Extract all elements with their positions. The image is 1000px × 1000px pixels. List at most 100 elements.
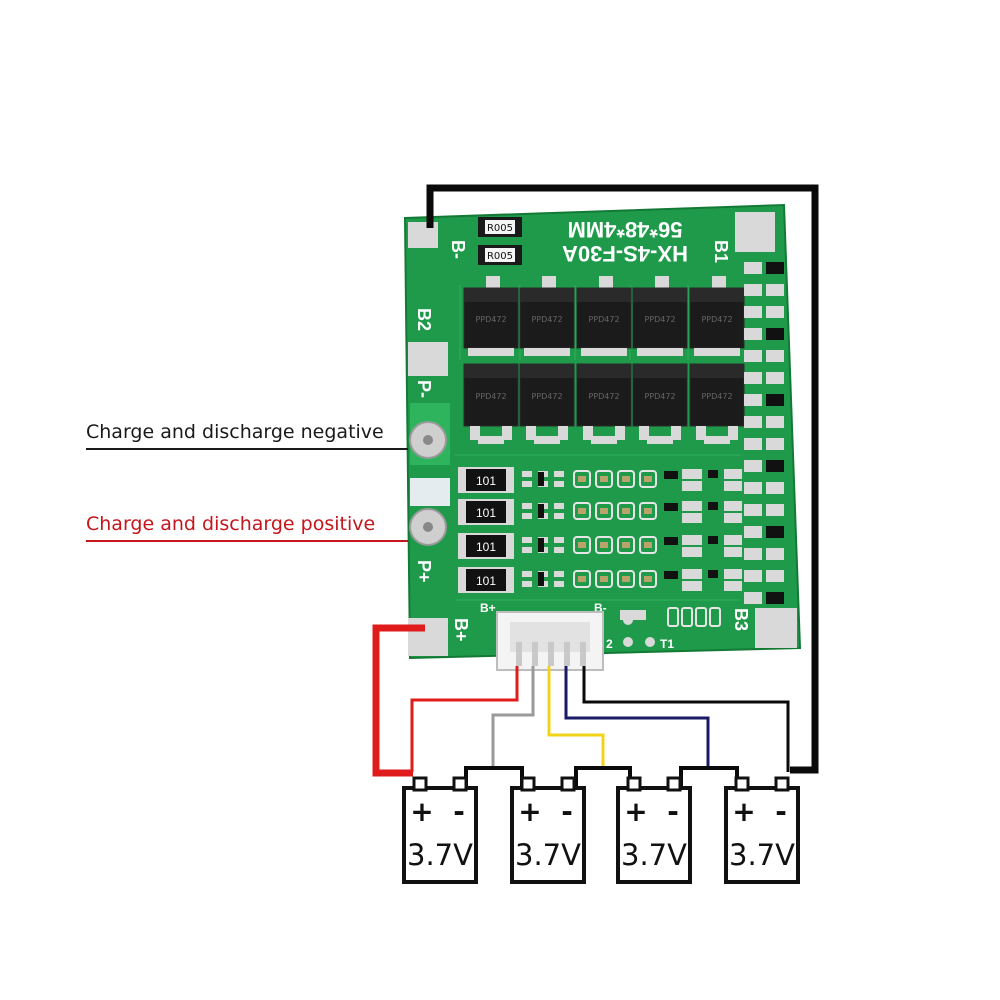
smd-pad: [744, 350, 762, 362]
mosfet-part-label: PPD472: [588, 315, 619, 324]
smd-pad: [744, 306, 762, 318]
pcb-board: R005 R005 56*48*4MM HX-4S-F30A B- B1 B2 …: [403, 203, 802, 660]
cell-voltage: 3.7V: [729, 838, 795, 872]
mosfet: PPD472: [632, 363, 688, 444]
board-model-label: HX-4S-F30A: [562, 241, 688, 266]
smd-pad: [766, 438, 784, 450]
mosfet-part-label: PPD472: [644, 392, 675, 401]
mosfet: PPD472: [576, 276, 632, 356]
cell-plus-symbol: +: [518, 795, 541, 828]
negative-callout: Charge and discharge negative: [86, 421, 408, 450]
silk-connector-left: B+: [480, 601, 496, 615]
mosfet: PPD472: [689, 363, 745, 444]
pad-b1: [735, 212, 775, 252]
small-resistor: [667, 607, 679, 627]
smd-pad: [744, 416, 762, 428]
smd-pad: [744, 592, 762, 604]
right-component-column: [744, 262, 784, 604]
smd-pad: [744, 262, 762, 274]
wire-b-minus: [426, 184, 819, 774]
smd-pad: [744, 438, 762, 450]
smd-pad: [766, 416, 784, 428]
smd-pad: [744, 372, 762, 384]
board-size-label: 56*48*4MM: [568, 217, 683, 242]
cell-plus-symbol: +: [732, 795, 755, 828]
smd-pad: [766, 570, 784, 582]
cell-voltage: 3.7V: [515, 838, 581, 872]
smd-pad: [744, 504, 762, 516]
smd-pad: [744, 284, 762, 296]
wire-balance-b-minus: [582, 666, 790, 772]
shunt-resistor-bottom: R005: [478, 245, 522, 265]
smd-pad: [744, 482, 762, 494]
smd-pad: [766, 350, 784, 362]
cell-minus-symbol: -: [561, 795, 573, 828]
smd-pad: [766, 526, 784, 538]
resistor-top-label: R005: [487, 223, 513, 234]
silk-t1: T1: [660, 637, 674, 651]
positive-callout: Charge and discharge positive: [86, 513, 408, 542]
resistor-bottom-label: R005: [487, 251, 513, 262]
mosfet-part-label: PPD472: [475, 392, 506, 401]
balance-row: 101: [458, 467, 742, 493]
mosfet-part-label: PPD472: [644, 315, 675, 324]
balance-row: 101: [458, 567, 742, 593]
smd-pad: [766, 460, 784, 472]
smd-pad: [766, 504, 784, 516]
wire-b-plus: [372, 624, 425, 777]
wire-balance-navy: [564, 666, 710, 770]
small-resistor: [695, 607, 707, 627]
wire-balance-b-plus: [410, 666, 519, 772]
battery-cell: +- 3.7V: [510, 776, 586, 884]
wire-balance-gray: [468, 666, 535, 770]
silk-b-minus: B-: [448, 240, 468, 259]
small-resistor: [681, 607, 693, 627]
cell-plus-symbol: +: [624, 795, 647, 828]
mosfet: PPD472: [463, 363, 519, 444]
mosfet-part-label: PPD472: [475, 315, 506, 324]
battery-cell: +- 3.7V: [724, 776, 800, 884]
mosfet: PPD472: [463, 276, 519, 356]
mosfet: PPD472: [689, 276, 745, 356]
mosfet-part-label: PPD472: [531, 392, 562, 401]
smd-pad: [744, 394, 762, 406]
smd-pad: [766, 394, 784, 406]
cell-minus-symbol: -: [775, 795, 787, 828]
cell-plus-symbol: +: [410, 795, 433, 828]
resistor-101-label: 101: [476, 506, 496, 520]
mosfet: PPD472: [576, 363, 632, 444]
pad-b2: [408, 342, 448, 376]
silk-t2: 2: [606, 637, 613, 651]
smd-pad: [744, 460, 762, 472]
resistor-101-label: 101: [476, 474, 496, 488]
cell-minus-symbol: -: [667, 795, 679, 828]
battery-cell: +-3.7V: [616, 776, 692, 884]
smd-pad: [766, 306, 784, 318]
mosfet-part-label: PPD472: [701, 315, 732, 324]
smd-pad: [744, 328, 762, 340]
label-negative: Charge and discharge negative: [86, 421, 384, 443]
balance-section: 101 101 101 101: [458, 467, 742, 627]
mosfet-part-label: PPD472: [531, 315, 562, 324]
silk-b3: B3: [731, 608, 751, 631]
smd-pad: [766, 482, 784, 494]
label-positive: Charge and discharge positive: [86, 513, 375, 535]
mosfet: PPD472: [632, 276, 688, 356]
battery-cells: +-3.7V+-3.7V+-3.7V+-3.7V: [402, 776, 800, 884]
smd-pad: [766, 372, 784, 384]
mosfet: PPD472: [519, 276, 575, 356]
pad-b3: [755, 608, 797, 648]
smd-pad: [744, 526, 762, 538]
smd-pad: [766, 548, 784, 560]
mosfet-part-label: PPD472: [701, 392, 732, 401]
balance-connector: [496, 611, 604, 671]
resistor-101-label: 101: [476, 540, 496, 554]
smd-pad: [744, 570, 762, 582]
battery-cell: +-3.7V: [402, 776, 478, 884]
cell-minus-symbol: -: [453, 795, 465, 828]
mosfet-part-label: PPD472: [588, 392, 619, 401]
smd-pad: [744, 548, 762, 560]
pad-b-plus: [408, 618, 448, 656]
